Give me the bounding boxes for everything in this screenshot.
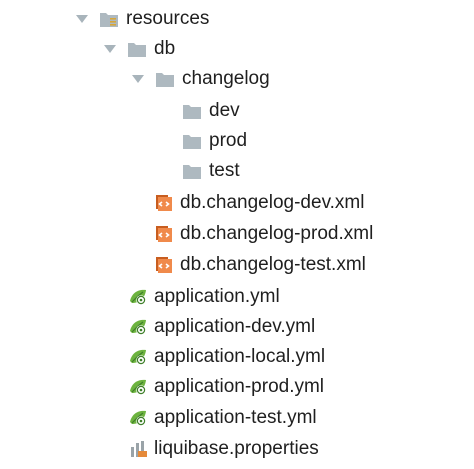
tree-row-application-local-yml[interactable]: application-local.yml <box>128 342 325 372</box>
resources-folder-icon <box>99 9 119 29</box>
tree-row-test[interactable]: test <box>182 156 240 186</box>
tree-row-dev[interactable]: dev <box>182 96 240 126</box>
tree-row-application-dev-yml[interactable]: application-dev.yml <box>128 312 315 342</box>
properties-file-icon <box>128 439 148 459</box>
tree-row-db[interactable]: db <box>100 34 175 64</box>
tree-label-application-local-yml: application-local.yml <box>154 346 326 367</box>
tree-label-application-test-yml: application-test.yml <box>154 407 317 428</box>
tree-label-application-yml: application.yml <box>154 286 280 307</box>
chevron-down-icon[interactable] <box>128 69 148 89</box>
xml-file-icon <box>154 193 174 213</box>
spring-yml-icon <box>128 347 148 367</box>
tree-row-liquibase-properties[interactable]: liquibase.properties <box>128 434 319 464</box>
chevron-down-icon[interactable] <box>100 39 120 59</box>
tree-label-resources: resources <box>126 8 210 29</box>
tree-row-application-yml[interactable]: application.yml <box>128 282 280 312</box>
tree-row-prod[interactable]: prod <box>182 126 247 156</box>
spring-yml-icon <box>128 317 148 337</box>
tree-row-db-changelog-dev-xml[interactable]: db.changelog-dev.xml <box>154 188 364 218</box>
tree-label-liquibase-properties: liquibase.properties <box>154 438 319 459</box>
tree-row-changelog[interactable]: changelog <box>128 64 270 94</box>
tree-label-test: test <box>209 160 240 181</box>
tree-label-db-changelog-prod-xml: db.changelog-prod.xml <box>180 223 374 244</box>
tree-label-db-changelog-dev-xml: db.changelog-dev.xml <box>180 192 365 213</box>
xml-file-icon <box>154 255 174 275</box>
tree-row-resources[interactable]: resources <box>72 4 209 34</box>
tree-label-application-dev-yml: application-dev.yml <box>154 316 316 337</box>
folder-icon <box>182 101 202 121</box>
tree-label-db: db <box>154 38 176 59</box>
xml-file-icon <box>154 224 174 244</box>
folder-icon <box>127 39 147 59</box>
folder-icon <box>155 69 175 89</box>
tree-row-db-changelog-prod-xml[interactable]: db.changelog-prod.xml <box>154 219 373 249</box>
tree-label-changelog: changelog <box>182 68 270 89</box>
folder-icon <box>182 161 202 181</box>
tree-row-application-test-yml[interactable]: application-test.yml <box>128 403 317 433</box>
spring-yml-icon <box>128 287 148 307</box>
tree-label-db-changelog-test-xml: db.changelog-test.xml <box>180 254 366 275</box>
tree-row-db-changelog-test-xml[interactable]: db.changelog-test.xml <box>154 250 366 280</box>
spring-yml-icon <box>128 408 148 428</box>
folder-icon <box>182 131 202 151</box>
tree-label-prod: prod <box>209 130 248 151</box>
chevron-down-icon[interactable] <box>72 9 92 29</box>
tree-label-dev: dev <box>209 100 240 121</box>
spring-yml-icon <box>128 377 148 397</box>
tree-label-application-prod-yml: application-prod.yml <box>154 376 325 397</box>
tree-row-application-prod-yml[interactable]: application-prod.yml <box>128 372 324 402</box>
